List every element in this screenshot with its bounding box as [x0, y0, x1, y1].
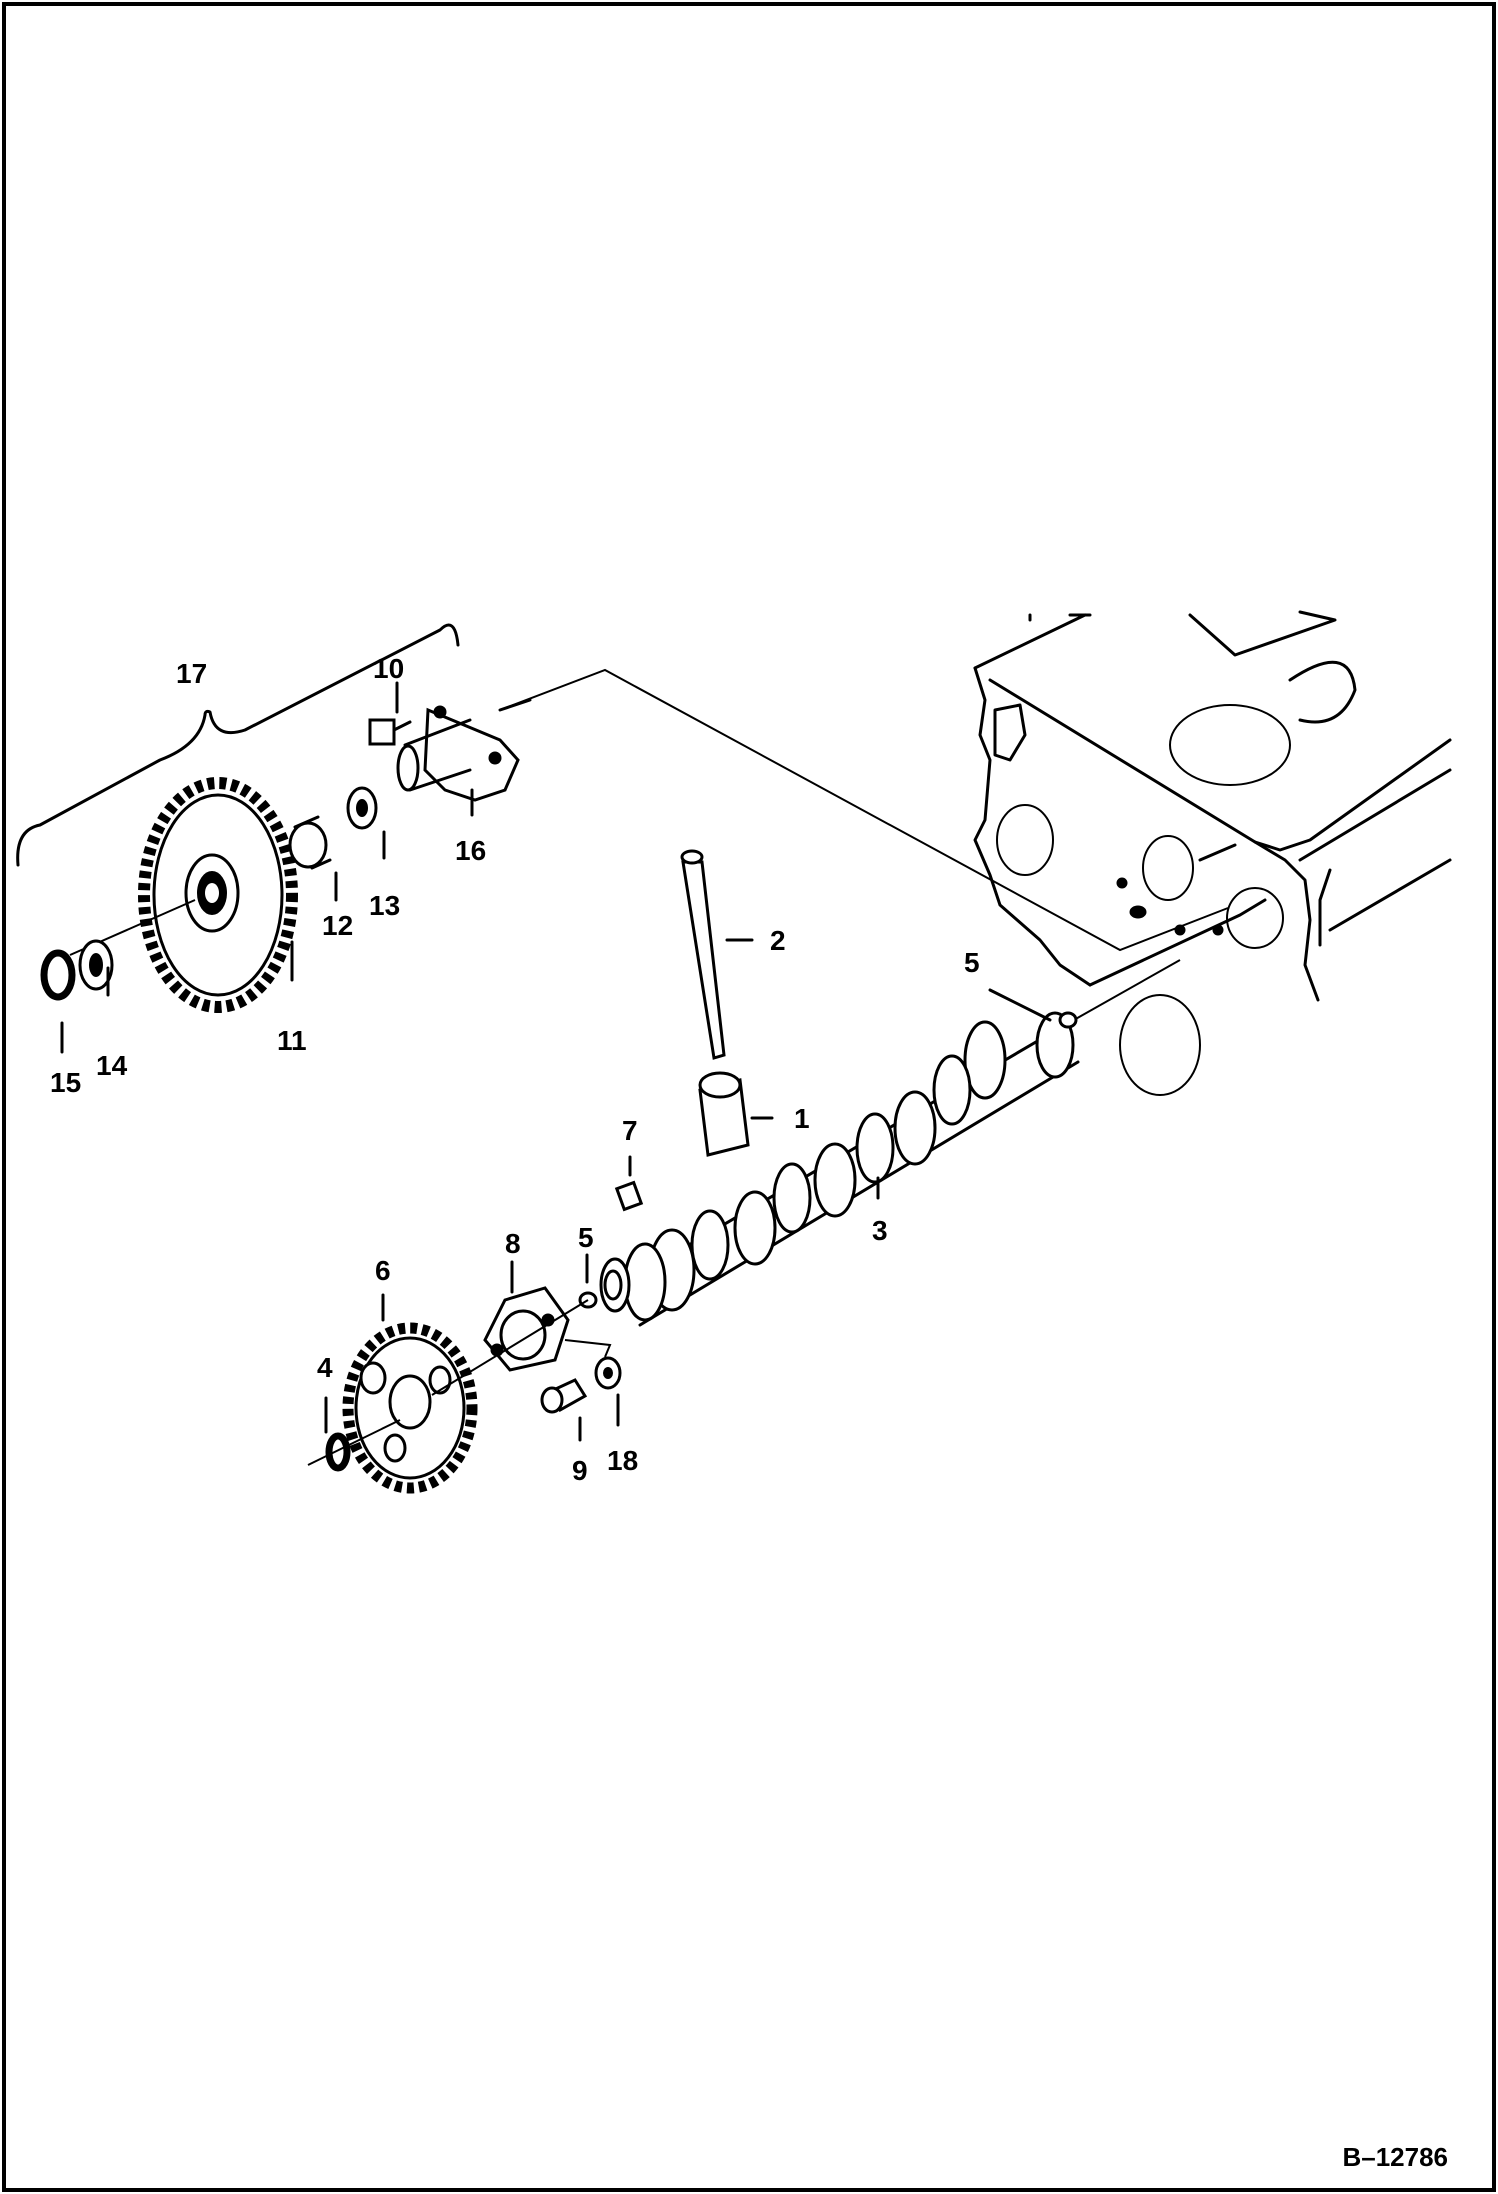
callout-5-upper: 5 — [964, 947, 980, 978]
shaft-line-cam — [431, 1299, 589, 1396]
bolt-path — [564, 1339, 612, 1358]
callout-2: 2 — [770, 925, 786, 956]
callout-12: 12 — [322, 910, 353, 941]
callout-5-lower: 5 — [578, 1222, 594, 1253]
callout-14: 14 — [96, 1050, 128, 1081]
tappet-1 — [698, 1071, 750, 1157]
figure-reference: B–12786 — [1342, 2142, 1448, 2172]
key-7 — [614, 1180, 644, 1212]
assembly-line-cam — [1064, 959, 1181, 1026]
plate-14 — [78, 939, 114, 991]
push-rod-2 — [680, 849, 726, 1060]
assembly-line-top — [499, 668, 1229, 952]
callout-13: 13 — [369, 890, 400, 921]
callout-17: 17 — [176, 658, 207, 689]
cam-gear-6 — [342, 1322, 478, 1494]
callout-16: 16 — [455, 835, 486, 866]
o-ring-5-upper — [1058, 1011, 1078, 1029]
camshaft-3 — [599, 1011, 1080, 1327]
callout-4: 4 — [317, 1352, 333, 1383]
snap-ring-4 — [325, 1432, 351, 1472]
callout-6: 6 — [375, 1255, 391, 1286]
callout-18: 18 — [607, 1445, 638, 1476]
callout-3: 3 — [872, 1215, 888, 1246]
thrust-plate-8 — [483, 1286, 570, 1372]
callout-15: 15 — [50, 1067, 81, 1098]
brace-17 — [16, 623, 460, 867]
callout-10: 10 — [373, 653, 404, 684]
engine-block — [973, 610, 1452, 1096]
idler-gear-11 — [138, 777, 298, 1013]
callout-8: 8 — [505, 1228, 521, 1259]
bolt-10 — [368, 718, 412, 746]
washer-18 — [594, 1356, 622, 1390]
snap-ring-15 — [40, 949, 76, 1001]
callout-11: 11 — [277, 1025, 307, 1056]
shaft-line-6 — [307, 1419, 401, 1466]
washer-13 — [346, 786, 378, 830]
collar-12 — [288, 815, 332, 870]
idler-shaft-16 — [396, 698, 532, 802]
leader-lines — [60, 681, 1052, 1442]
callout-1: 1 — [794, 1103, 810, 1134]
callout-9: 9 — [572, 1455, 588, 1486]
callout-7: 7 — [622, 1115, 638, 1146]
bolt-9 — [540, 1378, 588, 1414]
